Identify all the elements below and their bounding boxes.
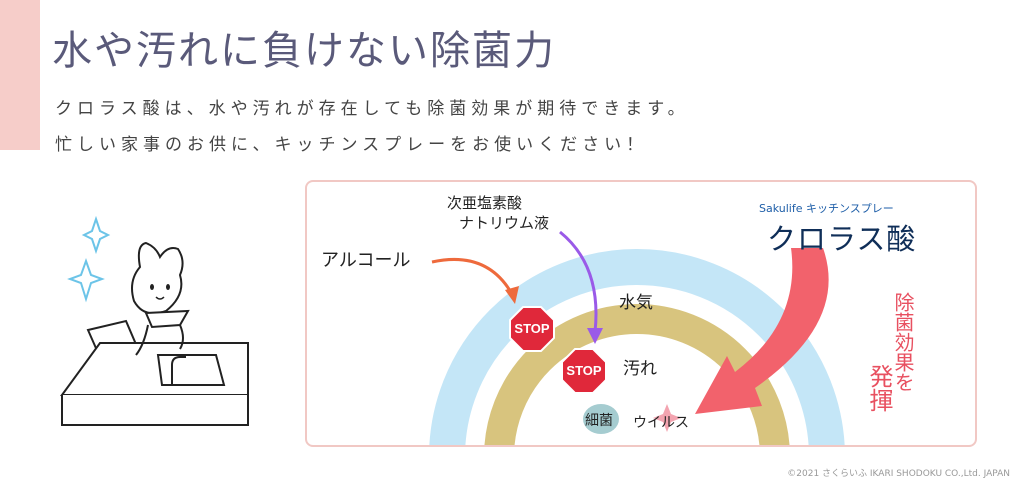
germ-blob (583, 404, 619, 434)
subtitle-line-2: 忙しい家事のお供に、キッチンスプレーをお使いください！ (55, 135, 649, 155)
stop-sign-inner: STOP (561, 348, 607, 394)
alcohol-label: アルコール (321, 250, 411, 271)
hypochlorite-label-line2: ナトリウム液 (459, 214, 550, 232)
diagram-panel: STOP STOP 次亜塩素酸 ナトリウム液 アルコール Sakulife キッ… (305, 180, 977, 447)
water-label: 水気 (619, 293, 653, 313)
effect-label-col1: 除菌効果を (891, 292, 915, 392)
dirt-label: 汚れ (623, 359, 657, 379)
sparkle-icon (67, 258, 105, 303)
protection-rings-diagram (429, 230, 845, 445)
hypochlorite-label-line1: 次亜塩素酸 (447, 194, 523, 212)
alcohol-arrow (431, 257, 514, 295)
virus-label: ウイルス (633, 415, 689, 431)
stop-sign-outer: STOP (509, 306, 555, 352)
accent-bar (0, 0, 40, 150)
virus-icon (653, 404, 681, 432)
hypochlorite-arrow (559, 230, 598, 333)
product-arrow (695, 248, 829, 414)
kitchen-character-illustration (60, 215, 249, 426)
page-title: 水や汚れに負けない除菌力 (52, 28, 556, 74)
subtitle-line-1: クロラス酸は、水や汚れが存在しても除菌効果が期待できます。 (55, 99, 690, 119)
germs-label: 細菌 (585, 413, 613, 429)
product-label: クロラス酸 (767, 222, 917, 256)
effect-label-col2: 発揮 (865, 364, 893, 412)
brand-label: Sakulife キッチンスプレー (759, 202, 894, 215)
sparkle-icon (81, 215, 111, 255)
water-ring (429, 249, 845, 445)
dirt-ring (484, 304, 790, 445)
copyright-footer: ©2021 さくらいふ IKARI SHODOKU CO.,Ltd. JAPAN (787, 469, 1010, 479)
